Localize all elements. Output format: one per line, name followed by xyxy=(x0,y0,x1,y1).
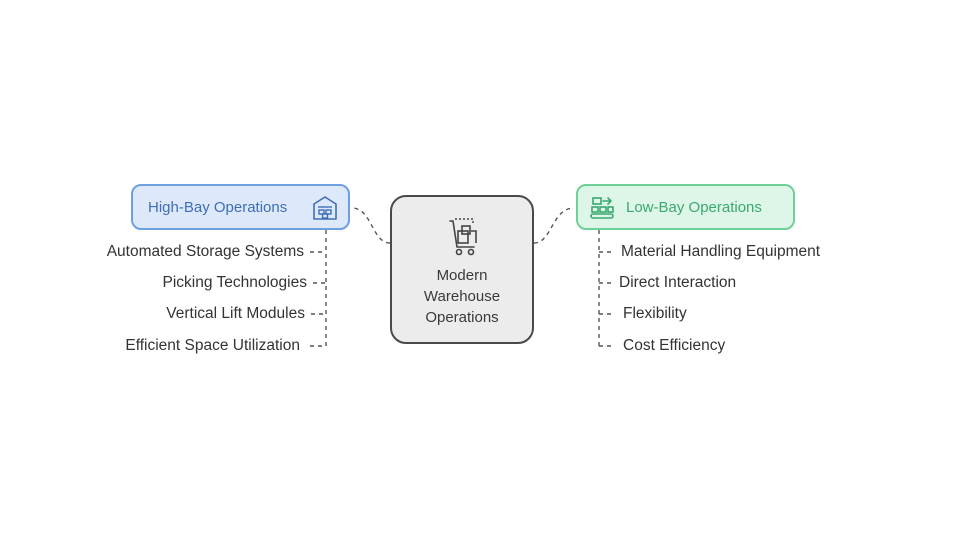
warehouse-icon xyxy=(313,196,337,220)
leaf-right-1: Material Handling Equipment xyxy=(621,243,821,260)
center-node: Modern Warehouse Operations xyxy=(390,195,534,344)
connector-center-right xyxy=(533,207,575,244)
leaf-left-2: Picking Technologies xyxy=(162,274,307,291)
leaf-left-3: Vertical Lift Modules xyxy=(166,305,305,322)
leaf-right-2: Direct Interaction xyxy=(619,274,737,291)
leaf-right-4: Cost Efficiency xyxy=(623,337,726,354)
center-label: Modern Warehouse Operations xyxy=(423,267,501,326)
branch-low-bay-operations: Low-Bay Operations xyxy=(576,184,795,230)
leaf-left-4: Efficient Space Utilization xyxy=(125,337,300,354)
leaf-right-3: Flexibility xyxy=(623,305,687,322)
warehouse-cart-icon xyxy=(449,218,477,256)
branch-high-bay-operations: High-Bay Operations xyxy=(131,184,350,230)
leaf-left-1: Automated Storage Systems xyxy=(106,243,304,260)
branch-label-right: Low-Bay Operations xyxy=(626,198,762,216)
conveyor-icon xyxy=(590,197,614,219)
connector-center-left xyxy=(351,207,391,244)
branch-label-left: High-Bay Operations xyxy=(148,198,288,216)
